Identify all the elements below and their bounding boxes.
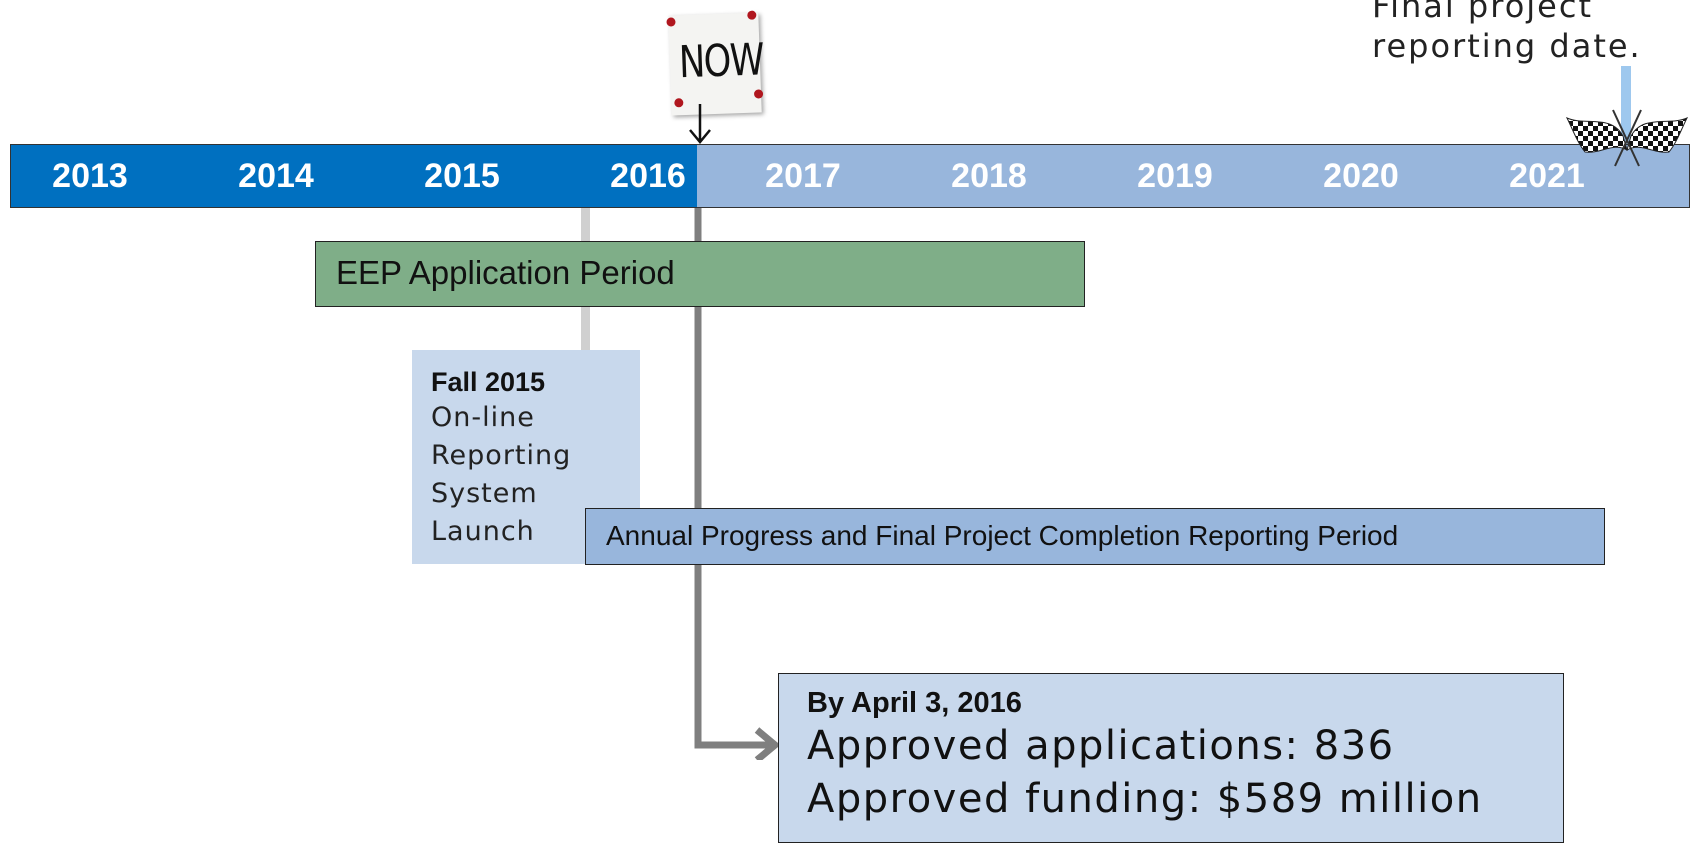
arrow-down-icon <box>689 104 711 144</box>
arrow-right-icon <box>754 727 781 760</box>
fall-2015-title: Fall 2015 <box>431 367 546 397</box>
approved-applications: Approved applications: 836 <box>807 723 1395 769</box>
april-2016-title: By April 3, 2016 <box>807 687 1022 719</box>
year-label: 2018 <box>951 157 1027 195</box>
pushpin-icon <box>674 98 684 108</box>
final-reporting-date-label: Final project reporting date. <box>1372 0 1642 65</box>
year-label: 2013 <box>52 157 128 195</box>
year-label: 2021 <box>1509 157 1585 195</box>
year-timeline-bar: 2013 2014 2015 2016 2017 2018 2019 2020 … <box>10 144 1690 208</box>
approved-funding: Approved funding: $589 million <box>807 776 1483 822</box>
pushpin-icon <box>747 10 757 20</box>
year-label: 2019 <box>1137 157 1213 195</box>
year-label: 2014 <box>238 157 314 195</box>
year-label: 2020 <box>1323 157 1399 195</box>
annual-reporting-period-bar: Annual Progress and Final Project Comple… <box>585 508 1605 565</box>
now-sign: NOW <box>666 10 764 116</box>
now-connector <box>694 200 781 760</box>
year-label: 2015 <box>424 157 500 195</box>
year-label: 2016 <box>610 157 686 195</box>
eep-application-period-bar: EEP Application Period <box>315 241 1085 307</box>
past-years-segment <box>11 145 697 207</box>
pushpin-icon <box>666 17 676 27</box>
final-date-marker-line <box>1621 66 1631 144</box>
april-2016-callout: By April 3, 2016 Approved applications: … <box>778 673 1564 843</box>
pushpin-icon <box>753 89 764 99</box>
year-label: 2017 <box>765 157 841 195</box>
now-label: NOW <box>678 34 764 89</box>
fall-2015-description: On-line Reporting System Launch <box>431 402 572 547</box>
checkered-flags-icon <box>1565 109 1689 167</box>
